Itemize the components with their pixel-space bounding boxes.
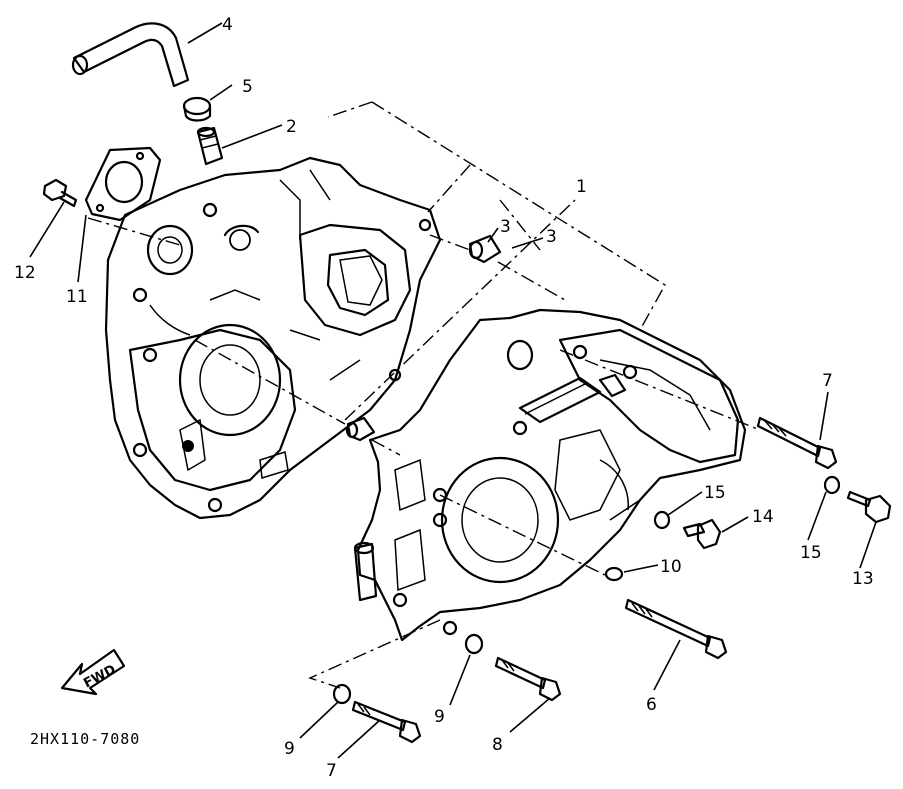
fwd-label: FWD [81,662,118,691]
callout-10: 10 [660,557,682,577]
callout-7-lower: 7 [326,761,337,781]
callout-14: 14 [752,507,774,527]
callout-11: 11 [66,287,88,307]
gasket [84,146,162,222]
leader-lines [29,22,877,759]
callout-6: 6 [646,695,657,715]
washer-15-right [823,475,841,495]
callout-4: 4 [222,15,233,35]
callout-2: 2 [286,117,297,137]
callout-15-left: 15 [704,483,726,503]
drawing-code: 2HX110-7080 [30,730,140,748]
callout-9-right: 9 [434,707,445,727]
left-crankcase [104,156,442,520]
bolt-7-lower [351,700,422,744]
callout-7-upper: 7 [822,371,833,391]
callout-8: 8 [492,735,503,755]
callout-3-lower: 3 [546,227,557,247]
callout-13: 13 [852,569,874,589]
callout-1: 1 [576,177,587,197]
bolt-13 [846,490,892,524]
callout-15-right: 15 [800,543,822,563]
forward-direction-arrow: FWD [60,648,126,696]
dowel-pin-upper [468,234,502,264]
breather-hose [71,22,190,88]
callout-labels: 4 5 2 1 3 3 11 12 7 15 14 15 13 10 6 8 9… [14,15,874,781]
assembly-lines [87,101,761,689]
callout-9-left: 9 [284,739,295,759]
bolt-12 [42,178,78,208]
bolt-8 [494,656,562,702]
callout-3-upper: 3 [500,217,511,237]
washer-9-right [464,633,484,655]
breather-nipple [196,126,224,166]
callout-12: 12 [14,263,36,283]
right-crankcase [353,308,747,642]
o-ring [604,566,624,582]
callout-5: 5 [242,77,253,97]
bolt-14 [682,518,722,550]
washer-9-left [332,683,352,705]
bolt-7-upper [756,416,838,470]
bolt-6 [624,598,728,660]
washer-15-left [653,510,671,530]
dowel-pin-lower [345,416,376,442]
hose-clip [182,96,212,122]
